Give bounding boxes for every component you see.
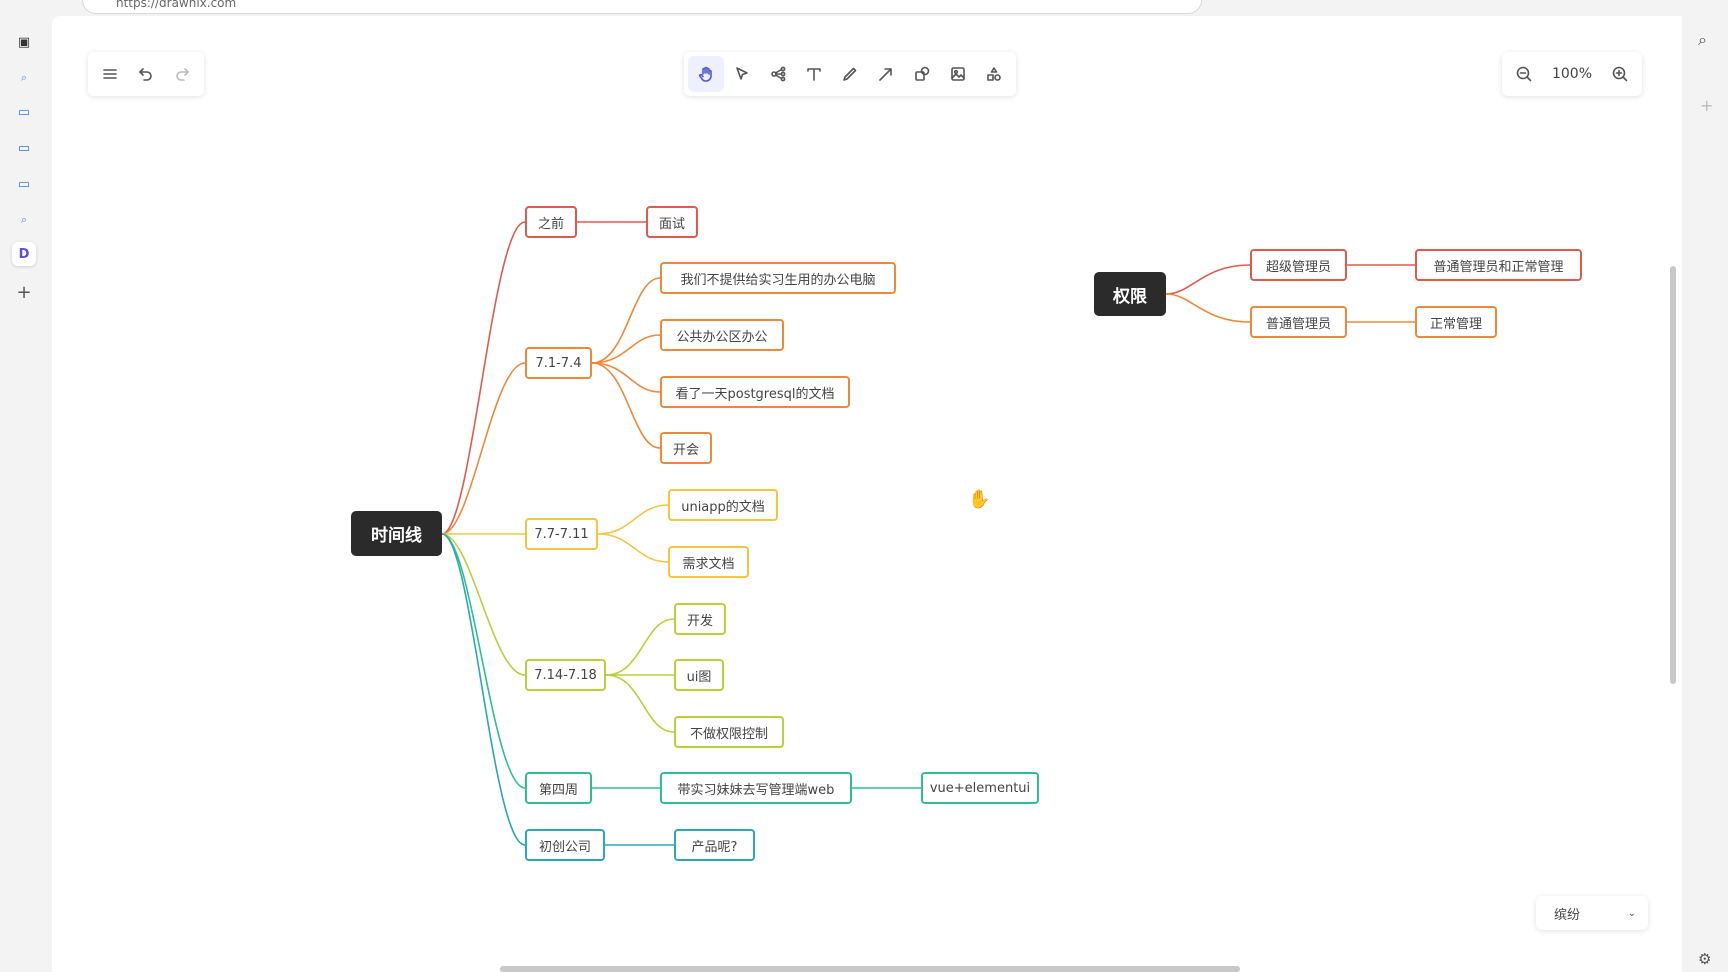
sidebar-toggle-icon[interactable]: ▣: [17, 34, 31, 50]
drawnix-app-icon[interactable]: D: [12, 242, 36, 266]
drawing-canvas[interactable]: 100%: [52, 16, 1682, 972]
mindmap-node[interactable]: ui图: [674, 659, 724, 691]
mindmap-node[interactable]: 之前: [525, 206, 577, 238]
hand-icon[interactable]: [688, 56, 724, 92]
mind-map-icon[interactable]: [760, 56, 796, 92]
mindmap-node[interactable]: 看了一天postgresql的文档: [660, 376, 850, 408]
undo-icon[interactable]: [128, 56, 164, 92]
theme-select[interactable]: 缤纷 ⌄: [1536, 896, 1648, 930]
mindmap-node[interactable]: 开发: [674, 603, 726, 635]
chevron-down-icon: ⌄: [1627, 907, 1636, 919]
settings-icon[interactable]: ⚙: [1698, 950, 1712, 968]
theme-select-value: 缤纷: [1554, 907, 1581, 923]
tv-icon[interactable]: ▭: [17, 104, 31, 120]
zoom-control: 100%: [1502, 52, 1642, 96]
zoom-out-icon[interactable]: [1506, 56, 1542, 92]
pointer-icon[interactable]: [724, 56, 760, 92]
browser-right-sidebar: ⌕ + ⚙: [1684, 16, 1728, 972]
mindmap-node[interactable]: 不做权限控制: [674, 716, 784, 748]
mindmap-node[interactable]: 第四周: [525, 772, 592, 804]
redo-icon[interactable]: [164, 56, 200, 92]
tv-icon-2[interactable]: ▭: [17, 140, 31, 156]
search-icon[interactable]: ⌕: [20, 71, 28, 84]
mindmap-node[interactable]: 7.1-7.4: [525, 347, 592, 379]
search-icon-right[interactable]: ⌕: [1698, 30, 1707, 49]
browser-top-bar: https://drawnix.com: [0, 0, 1728, 16]
vertical-scrollbar[interactable]: [1670, 266, 1676, 684]
mindmap-node[interactable]: 带实习妹妹去写管理端web: [660, 772, 852, 804]
mindmap-connectors: [441, 221, 1415, 846]
address-bar-url: https://drawnix.com: [116, 0, 237, 10]
mindmap-node[interactable]: 普通管理员和正常管理: [1415, 249, 1582, 281]
mindmap-root-timeline[interactable]: 时间线: [351, 511, 442, 556]
add-icon[interactable]: +: [16, 281, 32, 303]
shape-icon[interactable]: [904, 56, 940, 92]
mindmap-node[interactable]: 开会: [660, 432, 712, 464]
browser-left-sidebar: ▣ ⌕ ▭ ▭ ▭ ⌕ D +: [0, 16, 50, 972]
image-icon[interactable]: [940, 56, 976, 92]
pen-icon[interactable]: [832, 56, 868, 92]
mindmap-node[interactable]: 产品呢?: [674, 829, 755, 861]
mindmap-node[interactable]: 我们不提供给实习生用的办公电脑: [660, 262, 896, 294]
mindmap-node[interactable]: vue+elementui: [921, 772, 1039, 804]
mindmap-node[interactable]: 面试: [646, 206, 698, 238]
horizontal-scrollbar[interactable]: [500, 966, 1240, 972]
mindmap-node[interactable]: 普通管理员: [1250, 306, 1347, 338]
search-icon-2[interactable]: ⌕: [20, 213, 28, 226]
mindmap-node[interactable]: 正常管理: [1415, 306, 1497, 338]
add-icon-right[interactable]: +: [1700, 96, 1714, 115]
mindmap-node[interactable]: 超级管理员: [1250, 249, 1347, 281]
address-bar[interactable]: [82, 0, 1202, 14]
menu-icon[interactable]: [92, 56, 128, 92]
zoom-level[interactable]: 100%: [1551, 66, 1593, 82]
app-toolbar: [88, 52, 204, 96]
mindmap-root-permissions[interactable]: 权限: [1094, 272, 1166, 316]
text-icon[interactable]: [796, 56, 832, 92]
mindmap-node[interactable]: uniapp的文档: [668, 489, 778, 521]
arrow-icon[interactable]: [868, 56, 904, 92]
hand-cursor-icon: ✋: [968, 489, 991, 510]
mindmap-node[interactable]: 需求文档: [668, 546, 749, 578]
mindmap-node[interactable]: 7.14-7.18: [525, 659, 606, 691]
mindmap-node[interactable]: 初创公司: [525, 829, 605, 861]
drawing-toolbar: [684, 52, 1016, 96]
mindmap-node[interactable]: 公共办公区办公: [660, 319, 784, 351]
more-tools-icon[interactable]: [976, 56, 1012, 92]
mindmap-node[interactable]: 7.7-7.11: [525, 518, 598, 550]
tv-icon-3[interactable]: ▭: [17, 176, 31, 192]
zoom-in-icon[interactable]: [1602, 56, 1638, 92]
